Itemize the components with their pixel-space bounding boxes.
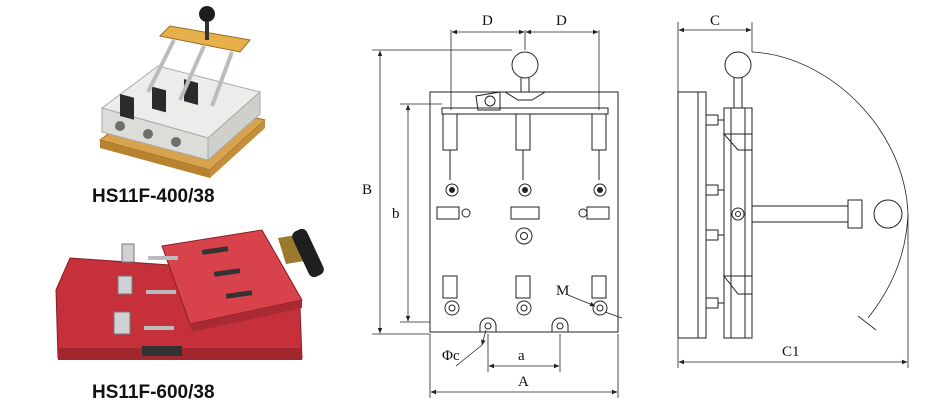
base-plate	[429, 91, 619, 333]
pole-left	[436, 113, 471, 316]
dim-label-c: C	[710, 13, 720, 29]
side-handle-ball-open	[873, 199, 903, 229]
product-photo-hs11f-600	[55, 228, 324, 360]
dim-label-m: M	[556, 283, 569, 299]
dim-label-c1: C1	[782, 344, 800, 360]
dim-label-d-right: D	[556, 13, 567, 29]
dim-label-a-overall: A	[518, 374, 529, 390]
cross-bar	[441, 107, 609, 115]
side-handle-ball-upright	[724, 51, 752, 79]
product-model-label: HS11F-400/38	[92, 186, 215, 207]
dim-label-a: a	[518, 348, 525, 364]
pole-right	[578, 113, 610, 316]
side-view	[677, 51, 909, 339]
pole-middle	[510, 113, 540, 316]
handle-swing-arc	[751, 51, 909, 319]
dim-label-phi-c: Φc	[442, 348, 460, 364]
handle-ball	[511, 51, 539, 79]
handle-grip	[292, 228, 324, 278]
product-photo-hs11f-400	[98, 6, 267, 178]
dim-label-d-left: D	[482, 13, 493, 29]
side-base-board	[677, 91, 699, 339]
dim-label-b-upper: B	[362, 182, 372, 198]
dim-label-b-lower: b	[392, 206, 400, 222]
ball-knob-icon	[199, 6, 215, 22]
front-view	[429, 51, 619, 333]
product-model-label: HS11F-600/38	[92, 382, 215, 403]
